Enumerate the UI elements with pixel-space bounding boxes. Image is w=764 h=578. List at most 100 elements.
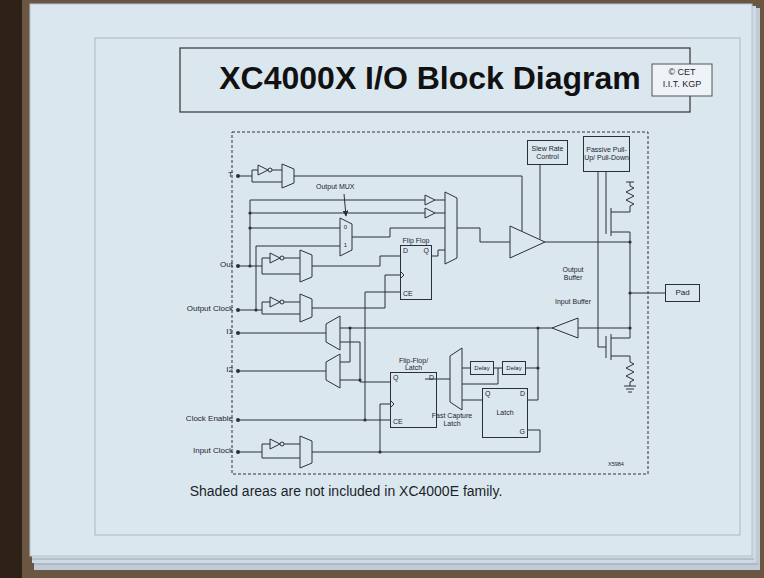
pin-label: Q — [424, 247, 429, 255]
mux-input-label: 1 — [341, 242, 350, 249]
control-box: Passive Pull-Up/ Pull-Down — [583, 136, 630, 172]
junction-dot — [248, 226, 251, 229]
copyright-note: I.I.T. KGP — [654, 80, 710, 90]
junction-dot — [358, 378, 361, 381]
signal-name: I1 — [198, 328, 233, 337]
pull-up-pull-down-circuit — [598, 172, 636, 392]
logic-symbol — [425, 195, 435, 205]
box-label: Latch — [496, 409, 513, 417]
pin-label: CE — [393, 418, 403, 426]
buffer-label: Input Buffer — [553, 298, 593, 306]
box-label: Passive Pull-Up/ Pull-Down — [584, 146, 629, 161]
pin-label: D — [403, 247, 408, 255]
buffer-label: Output Buffer — [553, 266, 593, 281]
pull-up-pull-down-circuit — [598, 172, 606, 347]
signal-wire — [238, 275, 400, 314]
logic-symbol — [450, 348, 462, 410]
logic-symbol — [270, 253, 280, 263]
signal-wire — [256, 246, 340, 310]
logic-symbol — [326, 316, 340, 350]
signal-name: I2 — [198, 366, 233, 375]
signal-wire — [238, 292, 400, 420]
slide-caption: Shaded areas are not included in XC4000E… — [100, 484, 592, 499]
junction-dot — [236, 264, 240, 268]
signal-wire — [238, 404, 540, 458]
junction-dot — [248, 211, 251, 214]
callout-label: Output MUX — [316, 183, 355, 191]
box-label: Delay — [474, 365, 489, 372]
junction-dot — [254, 308, 257, 311]
logic-symbol — [300, 250, 312, 282]
signal-name: Input Clock — [138, 447, 233, 456]
junction-dot — [236, 450, 240, 454]
logic-symbol — [510, 226, 545, 258]
logic-symbol — [300, 436, 312, 468]
delay-element: Delay — [470, 361, 494, 375]
junction-dot — [536, 366, 539, 369]
pull-up-pull-down-circuit — [606, 208, 630, 338]
flip-flop-latch: Flip-Flop/ LatchQDCE — [390, 372, 437, 428]
signal-name: Clock Enable — [138, 415, 233, 424]
signal-wire — [352, 228, 630, 256]
pull-up-pull-down-circuit — [606, 334, 630, 360]
flip-flop: Flip FlopDQCE — [400, 245, 432, 300]
pin-label: G — [520, 428, 525, 436]
junction-dot — [363, 418, 366, 421]
logic-symbol — [268, 168, 272, 172]
box-label: Slew Rate Control — [528, 145, 567, 160]
logic-symbol — [280, 300, 284, 304]
pin-label: D — [520, 390, 525, 398]
logic-symbol — [280, 442, 284, 446]
figure-number: X5984 — [608, 461, 624, 467]
junction-dot — [236, 331, 240, 335]
logic-symbol — [300, 294, 312, 322]
logic-symbol — [340, 218, 352, 256]
mux-input-label: 0 — [341, 224, 350, 231]
junction-dot — [628, 291, 631, 294]
logic-symbol — [445, 192, 457, 264]
title-frame — [180, 48, 712, 112]
logic-symbol — [552, 318, 578, 338]
signal-name: Output Clock — [138, 305, 233, 314]
junction-dot — [378, 450, 381, 453]
title-frame — [180, 48, 690, 112]
signal-wire — [250, 200, 445, 266]
pin-label: D — [429, 374, 434, 382]
paper-sheets — [30, 4, 760, 570]
logic-symbol — [258, 165, 268, 175]
iob-boundary — [232, 132, 648, 474]
junction-dot — [236, 174, 240, 178]
table-surface — [0, 0, 22, 578]
pin-label: Q — [485, 390, 490, 398]
signal-name: T — [198, 171, 233, 180]
junction-dot — [236, 418, 240, 422]
logic-symbol — [326, 354, 340, 388]
paper-sheets — [32, 559, 758, 564]
signal-wire — [540, 165, 541, 239]
delay-element: Delay — [502, 361, 526, 375]
signal-wire — [344, 194, 346, 216]
logic-symbol — [258, 164, 578, 468]
junction-dot — [536, 326, 539, 329]
block-label: Flip Flop — [403, 237, 430, 245]
pin-label: Q — [393, 374, 398, 382]
latch-box: Q D LatchG — [482, 388, 528, 438]
pull-up-pull-down-circuit — [626, 182, 634, 212]
signal-wire — [630, 293, 665, 294]
pad-box: Pad — [665, 284, 700, 302]
signal-wire — [238, 165, 665, 458]
junction-dot — [348, 326, 351, 329]
title-frame — [652, 64, 712, 96]
logic-symbol — [270, 297, 280, 307]
paper-sheets — [30, 4, 752, 556]
junction-dot — [236, 308, 240, 312]
junction-dot — [628, 326, 631, 329]
pull-up-pull-down-circuit — [624, 356, 636, 392]
iob-boundary — [232, 132, 648, 474]
junction-dot — [236, 174, 632, 454]
signal-name: Out — [188, 261, 233, 270]
slide-title: XC4000X I/O Block Diagram — [190, 61, 670, 96]
